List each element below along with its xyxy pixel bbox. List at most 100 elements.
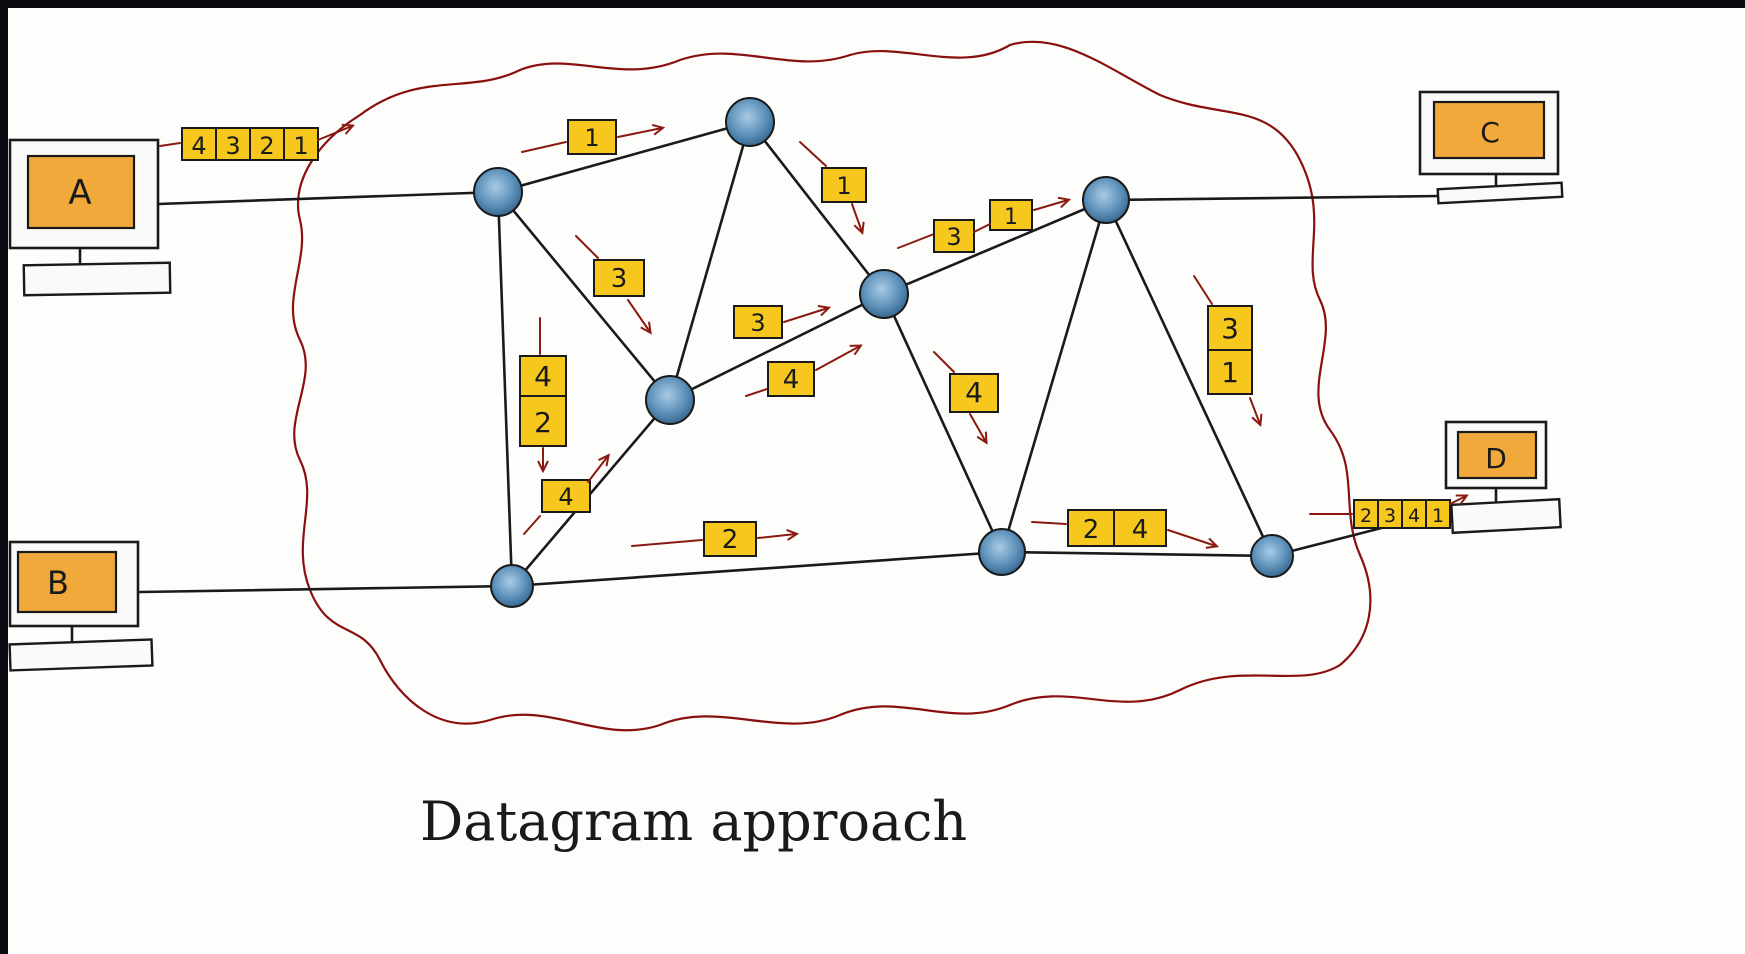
packet-label: 3 bbox=[946, 223, 961, 251]
packet-label: 1 bbox=[1004, 205, 1018, 230]
packet-3: 3 bbox=[593, 259, 645, 297]
packet-label: 2 bbox=[1083, 515, 1100, 545]
packet-pair-upper: 3 1 bbox=[933, 199, 1033, 253]
link-r1-r5 bbox=[496, 190, 514, 588]
router-node bbox=[859, 269, 909, 319]
packet-label: 2 bbox=[259, 132, 274, 160]
packet-3: 3 bbox=[733, 305, 783, 339]
arrow-icon bbox=[1449, 496, 1466, 504]
arrow-icon bbox=[1167, 529, 1216, 546]
arrow-icon bbox=[617, 128, 662, 138]
arrow-icon bbox=[933, 351, 955, 373]
link-r3-c bbox=[1104, 194, 1442, 202]
packet-label: 2 bbox=[1360, 505, 1372, 527]
arrow-icon bbox=[1193, 275, 1213, 305]
packet-pair-bottom: 2 4 bbox=[1067, 509, 1167, 547]
link-r4-r7 bbox=[882, 292, 1004, 554]
packet-label: 1 bbox=[836, 172, 851, 200]
host-b: B bbox=[8, 540, 154, 672]
packet-2: 2 bbox=[703, 521, 757, 557]
router-node bbox=[473, 167, 523, 217]
host-d: D bbox=[1444, 420, 1562, 535]
packet-label: 4 bbox=[783, 365, 800, 395]
packet-label: 4 bbox=[1408, 505, 1420, 527]
link-r2-r4 bbox=[748, 120, 886, 296]
keyboard-icon bbox=[22, 261, 172, 297]
link-a-r1 bbox=[156, 190, 500, 206]
keyboard-icon bbox=[1450, 497, 1562, 535]
arrow-icon bbox=[521, 141, 567, 153]
packet-label: 4 bbox=[965, 376, 983, 409]
router-node bbox=[1082, 176, 1130, 224]
packet-label: 1 bbox=[1432, 505, 1444, 527]
packet-stack-right: 3 1 bbox=[1207, 305, 1253, 395]
monitor-display bbox=[26, 154, 136, 230]
arrow-icon bbox=[815, 346, 860, 371]
host-c-label: C bbox=[1480, 116, 1500, 149]
packet-label: 4 bbox=[1132, 515, 1149, 545]
link-r5-r7 bbox=[510, 550, 1004, 588]
source-packet-queue: 4 3 2 1 bbox=[181, 127, 319, 161]
packet-label: 4 bbox=[534, 360, 552, 393]
drawing-sheet: A B C bbox=[8, 8, 1745, 954]
network-links bbox=[138, 120, 1462, 594]
diagram-caption: Datagram approach bbox=[420, 790, 967, 853]
packet-label: 1 bbox=[293, 132, 308, 160]
router-node bbox=[978, 528, 1026, 576]
arrow-icon bbox=[969, 413, 986, 442]
arrow-icon bbox=[1249, 397, 1260, 424]
host-a: A bbox=[8, 138, 172, 297]
link-r1-r6 bbox=[496, 190, 672, 402]
monitor-display bbox=[1432, 100, 1546, 160]
packet-label: 4 bbox=[191, 132, 206, 160]
arrow-icon bbox=[851, 203, 862, 232]
host-d-label: D bbox=[1485, 442, 1507, 475]
arrow-icon bbox=[897, 233, 935, 249]
router-node bbox=[725, 97, 775, 147]
arrow-icon bbox=[159, 142, 181, 147]
arrow-icon bbox=[631, 539, 703, 547]
link-r4-r3 bbox=[882, 198, 1108, 296]
arrow-icon bbox=[523, 515, 541, 535]
packet-4: 4 bbox=[767, 361, 815, 397]
packet-4: 4 bbox=[541, 479, 591, 513]
monitor-display bbox=[16, 550, 118, 614]
packet-label: 4 bbox=[558, 483, 573, 511]
routers bbox=[473, 97, 1294, 608]
router-node bbox=[645, 375, 695, 425]
arrow-icon bbox=[627, 299, 650, 332]
router-node bbox=[1250, 534, 1294, 578]
packet-label: 2 bbox=[722, 525, 739, 555]
packet-1: 1 bbox=[567, 119, 617, 155]
arrow-icon bbox=[783, 308, 828, 323]
packet-1: 1 bbox=[821, 167, 867, 203]
network-cloud bbox=[291, 40, 1372, 732]
packet-label: 2 bbox=[534, 406, 552, 439]
packet-label: 3 bbox=[1384, 505, 1396, 527]
packet-label: 1 bbox=[1221, 356, 1239, 389]
host-b-label: B bbox=[47, 564, 69, 602]
link-r2-r6 bbox=[668, 120, 752, 402]
host-c: C bbox=[1418, 90, 1564, 205]
arrow-icon bbox=[575, 235, 599, 259]
packet-label: 3 bbox=[750, 309, 765, 337]
monitor-display bbox=[1456, 430, 1538, 480]
keyboard-icon bbox=[8, 638, 154, 672]
host-a-label: A bbox=[68, 173, 91, 213]
router-node bbox=[490, 564, 534, 608]
link-r6-r4 bbox=[668, 292, 886, 402]
arrow-icon bbox=[1031, 521, 1067, 525]
arrow-icon bbox=[1033, 200, 1068, 211]
arrow-icon bbox=[587, 456, 608, 483]
arrow-icon bbox=[973, 223, 991, 233]
arrow-icon bbox=[745, 387, 771, 397]
arrow-icon bbox=[799, 141, 827, 167]
packet-label: 3 bbox=[611, 264, 628, 294]
link-r3-r7 bbox=[1000, 198, 1108, 554]
link-r7-r8 bbox=[1000, 550, 1274, 558]
arrow-icon bbox=[757, 534, 796, 538]
link-r3-r8 bbox=[1104, 198, 1274, 558]
network-drawing: A B C bbox=[8, 40, 1564, 853]
packet-stack-left: 4 2 bbox=[519, 355, 567, 447]
